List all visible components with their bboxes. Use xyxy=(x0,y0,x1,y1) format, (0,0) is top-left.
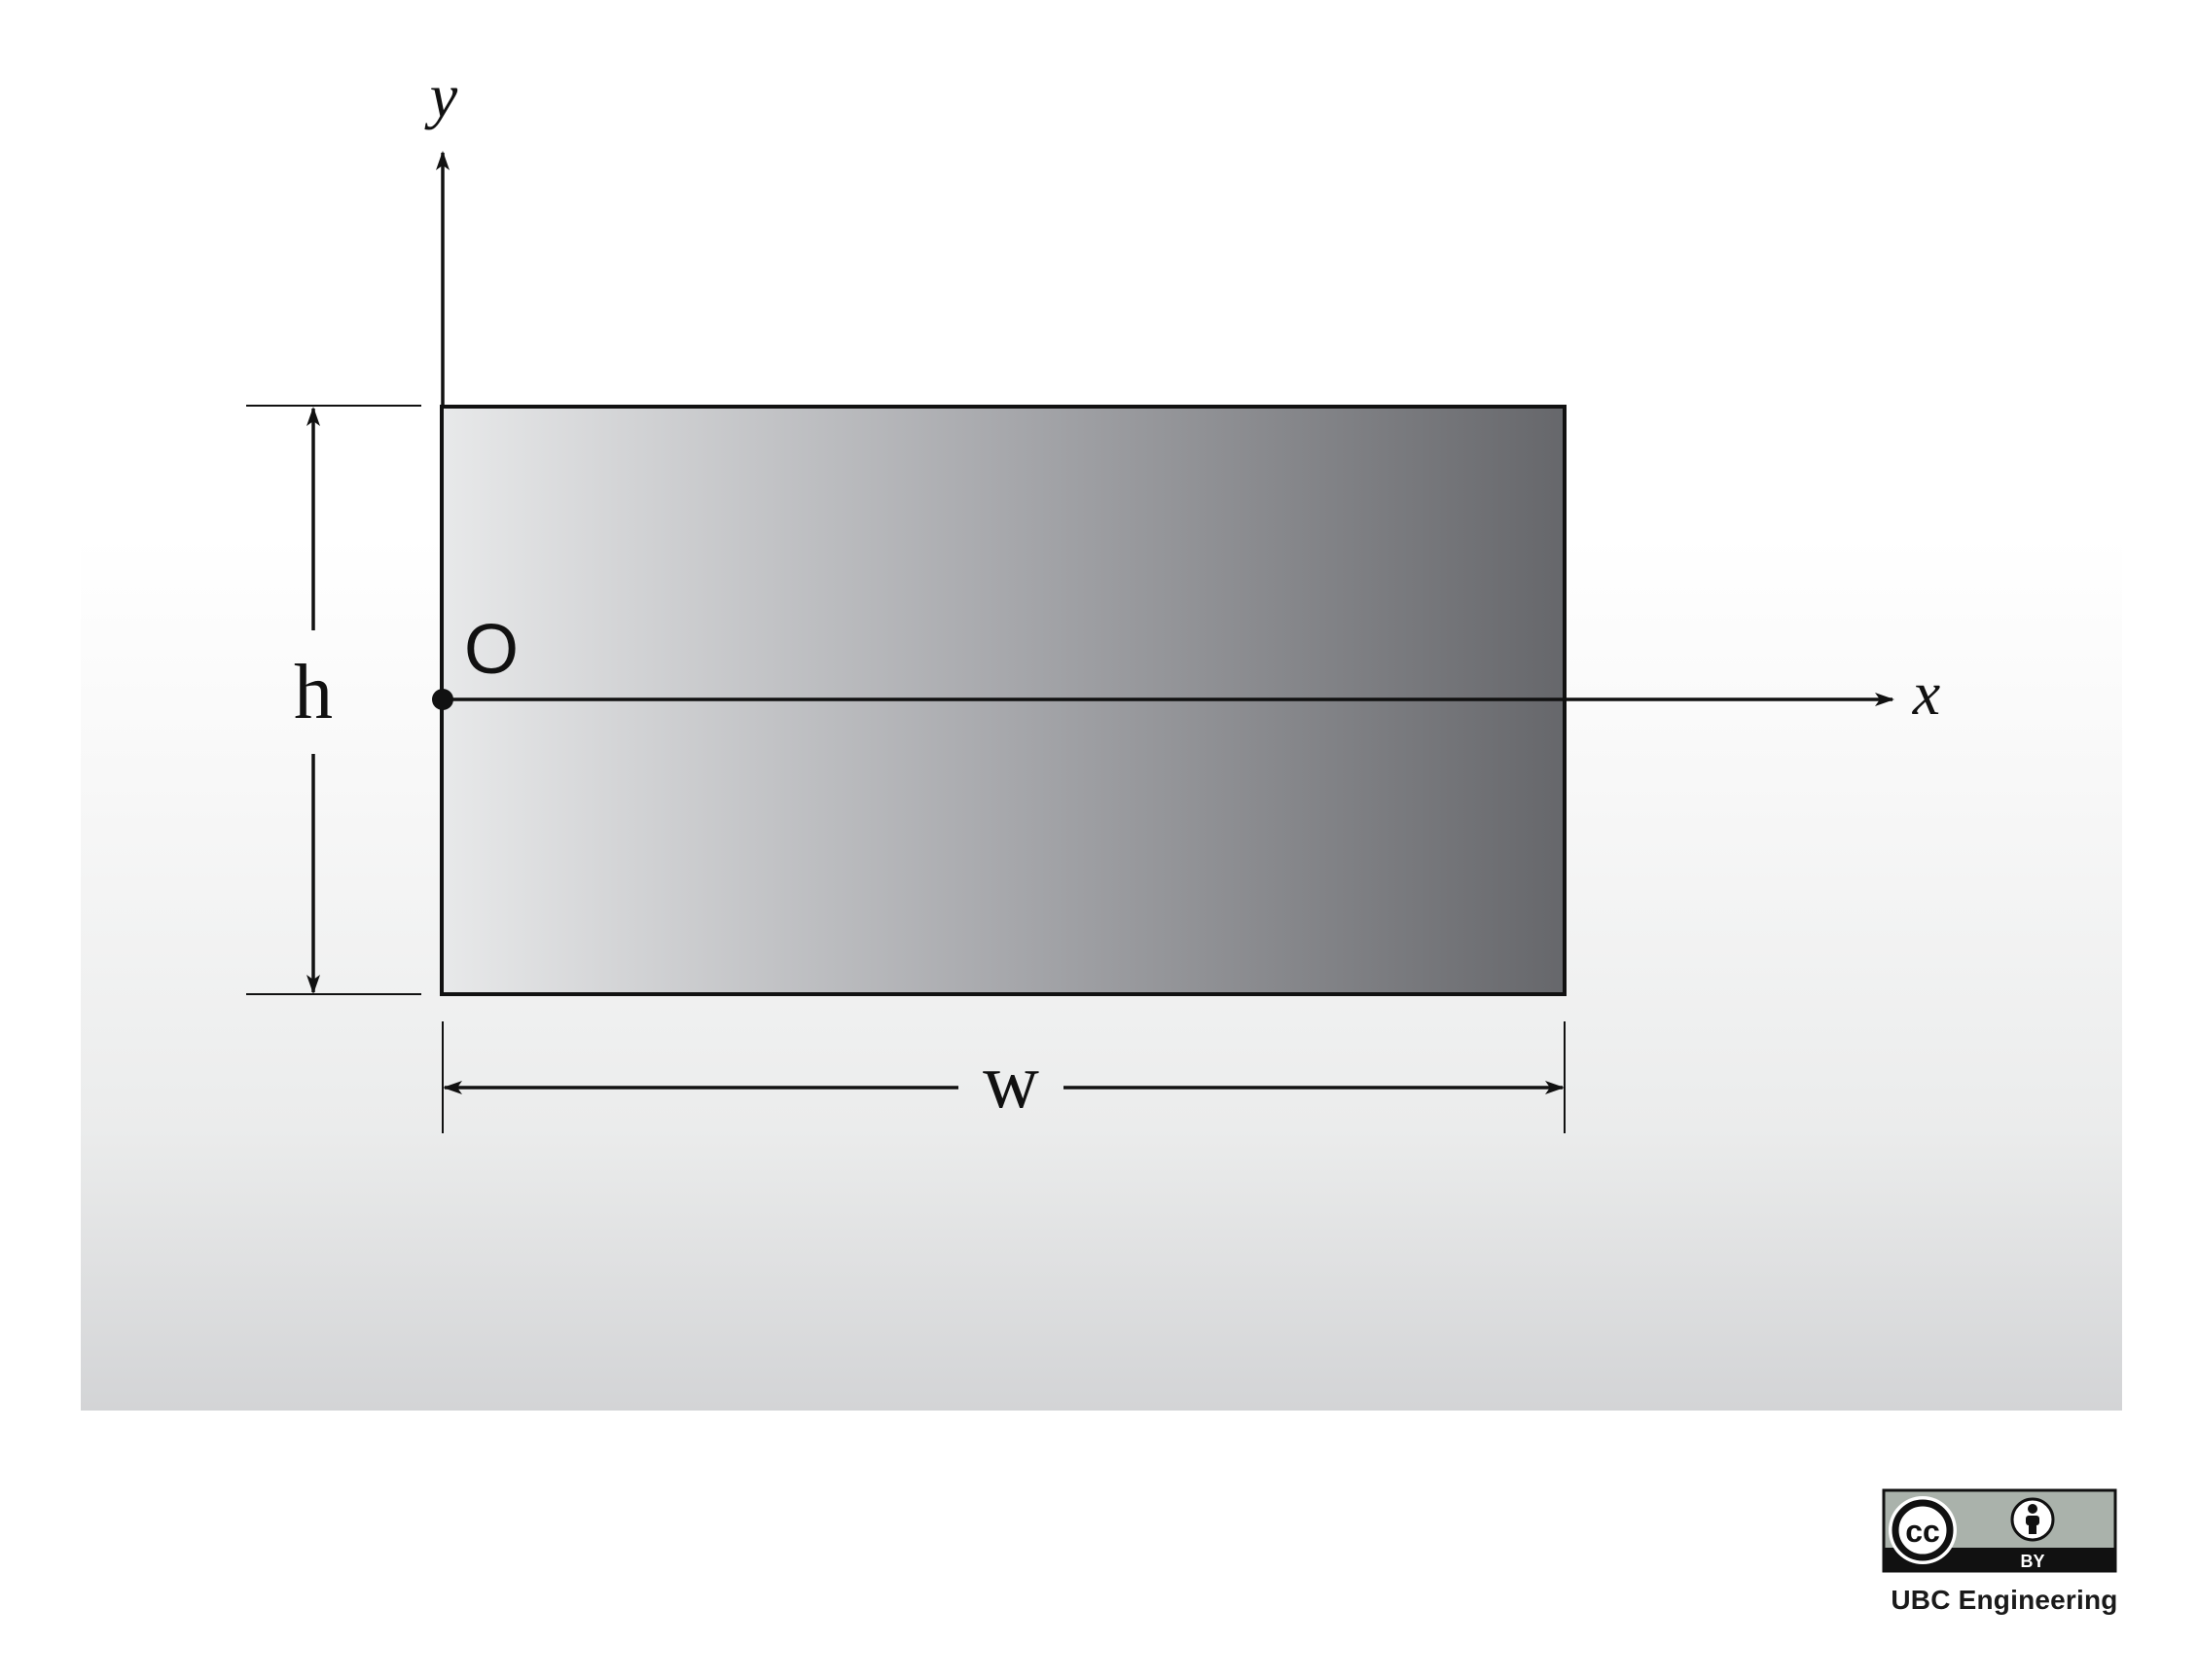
credit-text: UBC Engineering xyxy=(1891,1585,2118,1615)
origin-label: O xyxy=(464,611,519,689)
origin-point xyxy=(432,689,453,710)
cc-by-license-badge[interactable]: cc BY xyxy=(1882,1488,2117,1573)
y-axis-label: y xyxy=(424,61,458,130)
height-label: h xyxy=(294,650,333,735)
creative-commons-icon: cc xyxy=(1889,1496,1957,1564)
width-label: w xyxy=(983,1039,1039,1125)
cc-text: cc xyxy=(1905,1514,1940,1549)
by-text: BY xyxy=(2020,1552,2044,1571)
x-axis-label: x xyxy=(1912,659,1940,728)
attribution-person-icon xyxy=(2010,1497,2055,1542)
